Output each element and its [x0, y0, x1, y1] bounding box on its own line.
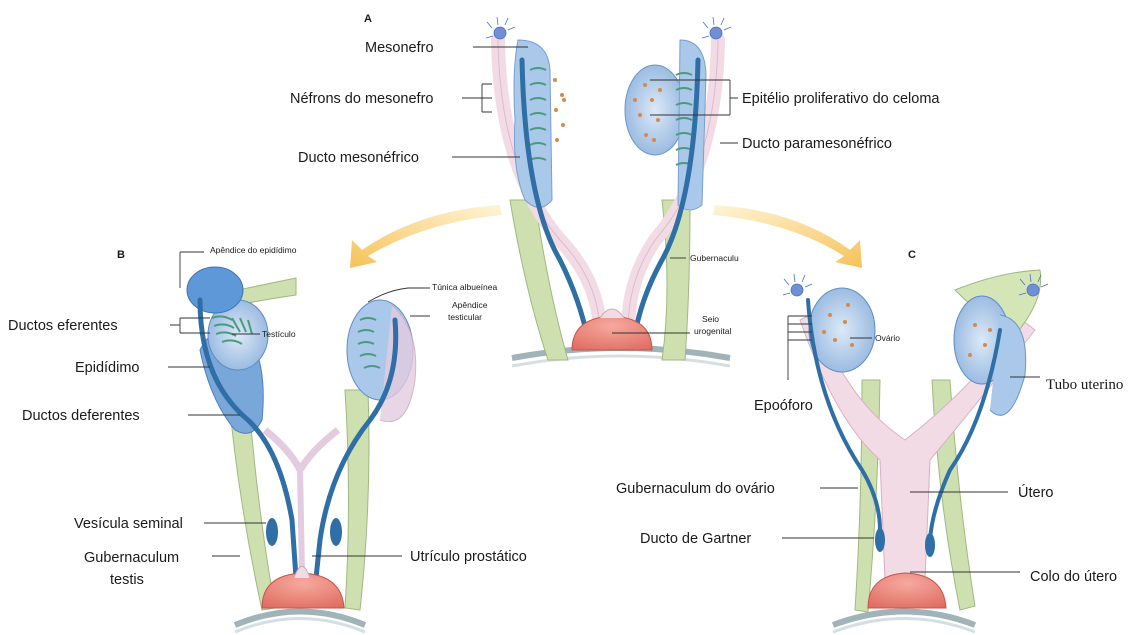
- arrow-to-male: [350, 205, 502, 268]
- urogenital-sinus-c: [868, 573, 946, 608]
- label-ducto-gartner: Ducto de Gartner: [640, 531, 751, 547]
- label-apendice-testicular-1: Apêndice: [452, 300, 488, 310]
- label-seio-1: Seio: [702, 314, 719, 324]
- panel-c: [783, 270, 1048, 632]
- label-apendice-testicular-2: testicular: [448, 312, 482, 322]
- label-epitelio: Epitélio proliferativo do celoma: [742, 91, 940, 107]
- ovary-left: [809, 288, 875, 372]
- label-gubernaculum-testis-2: testis: [110, 572, 144, 588]
- label-gubernaculum-testis-1: Gubernaculum: [84, 550, 179, 566]
- panel-label-b: B: [117, 249, 125, 261]
- panel-a: [486, 17, 731, 366]
- label-utriculo-prostatico: Utrículo prostático: [410, 549, 527, 565]
- label-ducto-paramesonefrico: Ducto paramesonéfrico: [742, 136, 892, 152]
- label-colo-utero: Colo do útero: [1030, 569, 1117, 585]
- label-ductos-eferentes: Ductos eferentes: [8, 318, 118, 334]
- label-gubernaculum-ovario: Gubernaculum do ovário: [616, 481, 775, 497]
- fimbria-top-right: [702, 17, 731, 39]
- label-nefrons: Néfrons do mesonefro: [290, 91, 433, 107]
- label-tunica: Túnica albueínea: [432, 282, 497, 292]
- epididymis-head: [187, 267, 243, 313]
- label-vesicula-seminal: Vesícula seminal: [74, 516, 183, 532]
- label-ovario: Ovário: [875, 333, 900, 343]
- label-utero: Útero: [1018, 484, 1053, 501]
- label-tubo-uterino: Tubo uterino: [1046, 377, 1123, 393]
- label-ducto-mesonefrico: Ducto mesonéfrico: [298, 150, 419, 166]
- seminal-vesicle-right: [330, 518, 342, 546]
- label-ductos-deferentes: Ductos deferentes: [22, 408, 140, 424]
- label-gubernaculu: Gubernaculu: [690, 253, 739, 263]
- label-testiculo: Testículo: [262, 329, 296, 339]
- label-seio-2: urogenital: [694, 326, 731, 336]
- urogenital-sinus-b: [262, 573, 344, 608]
- label-epididimo: Epidídimo: [75, 360, 139, 376]
- gubernaculum-left: [510, 200, 568, 360]
- panel-label-a: A: [364, 13, 372, 25]
- label-apendice-epididimo: Apêndice do epidídimo: [210, 245, 297, 255]
- fimbria-top-left: [486, 17, 515, 39]
- panel-b: [187, 267, 416, 632]
- label-epooforo: Epoóforo: [754, 398, 813, 414]
- fimbria-left: [783, 274, 812, 296]
- label-mesonefro: Mesonefro: [365, 40, 434, 56]
- mesonephros-right: [678, 40, 706, 210]
- seminal-vesicle-left: [266, 518, 278, 546]
- panel-label-c: C: [908, 249, 916, 261]
